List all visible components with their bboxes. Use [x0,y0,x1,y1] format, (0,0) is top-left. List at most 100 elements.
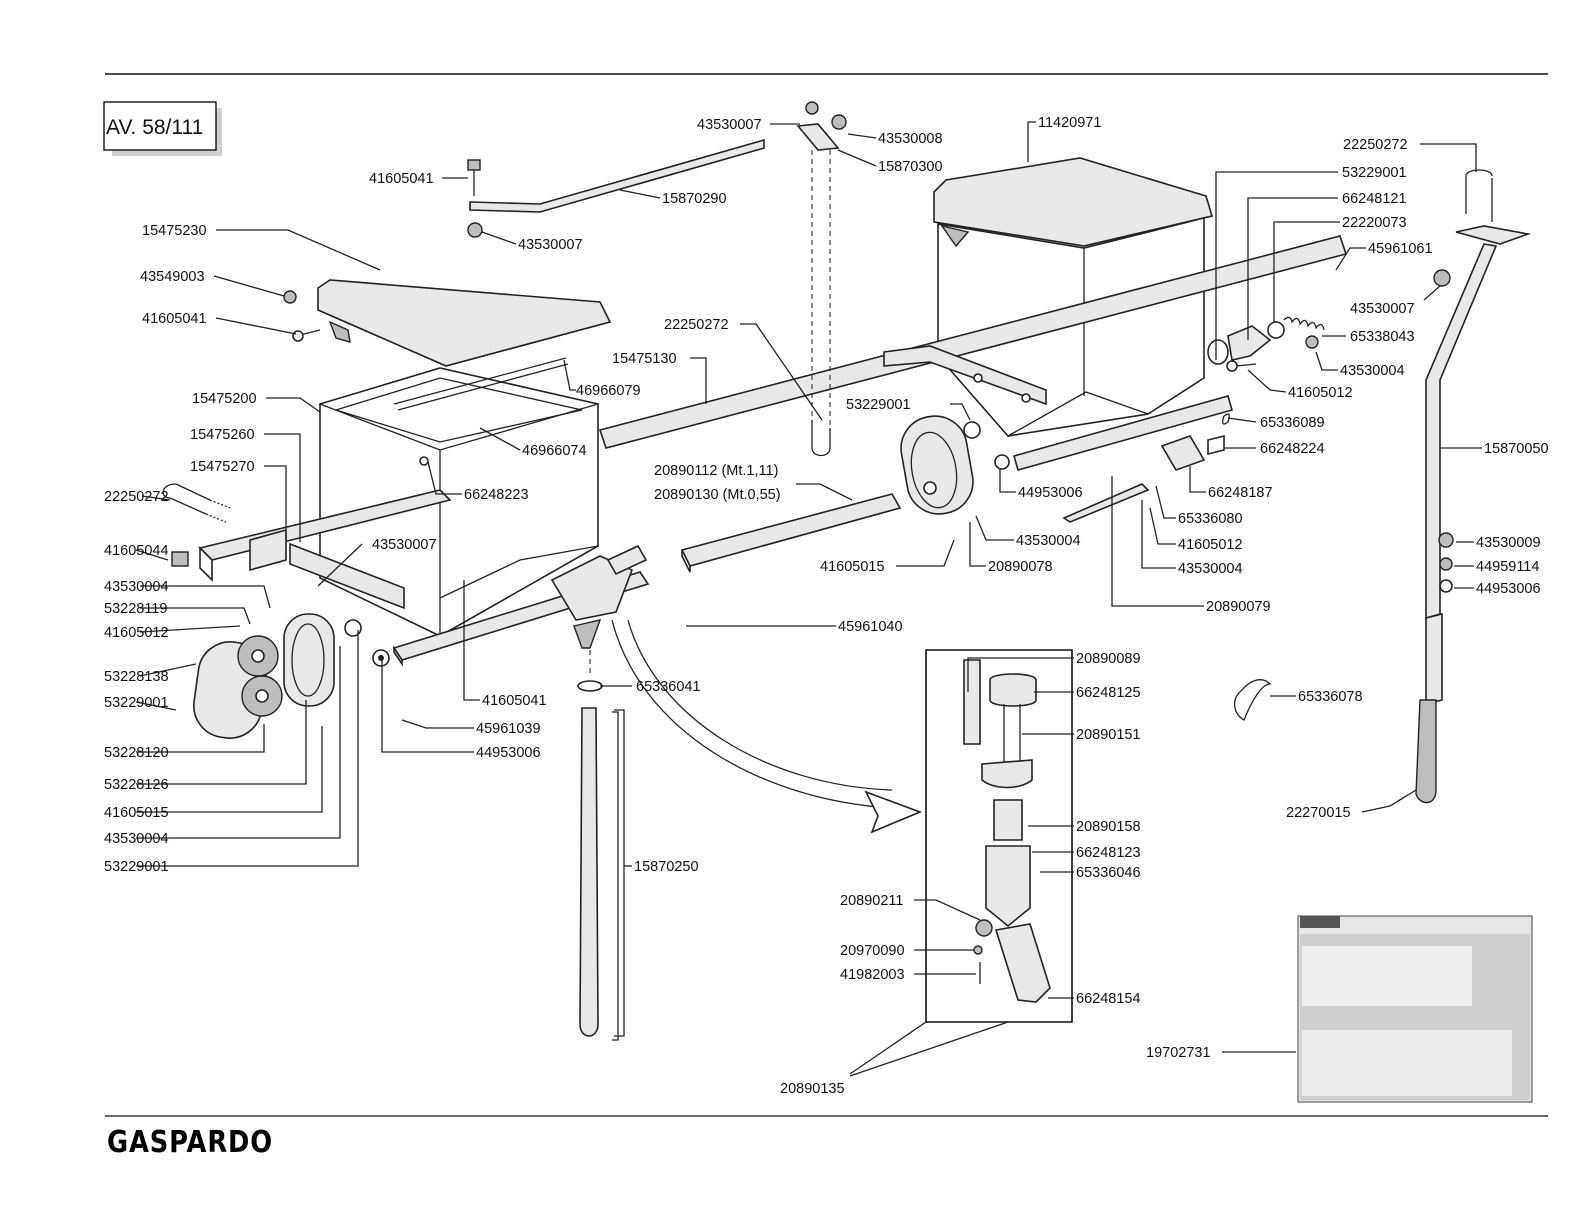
right-distributor [900,415,1010,515]
bracket-66248187 [1160,435,1206,471]
part-label: 15475270 [190,459,255,475]
part-label: 43530004 [104,579,169,595]
legend-sheet-thumbnail [1297,915,1533,1103]
part-label: 65336078 [1298,689,1363,705]
part-label: 41605044 [104,543,169,559]
part-label: 43530004 [1016,533,1081,549]
part-label: 66248121 [1342,191,1407,207]
part-label: 66248187 [1208,485,1273,501]
part-label: 15870250 [634,859,699,875]
part-label: 66248123 [1076,845,1141,861]
part-label: 20890211 [840,893,903,909]
part-label: 22250272 [664,317,729,333]
right-tow-arm [1234,169,1532,804]
part-label: 20890089 [1076,651,1141,667]
plate-20890079 [1062,483,1150,523]
rod-15870290 [469,138,765,213]
left-u-bolt [162,483,231,567]
part-label: 53229001 [846,397,911,413]
part-label: 53229001 [104,859,169,875]
part-label: 15475260 [190,427,255,443]
part-label: 65338043 [1350,329,1415,345]
part-label: 46966079 [576,383,641,399]
hex-shaft [680,493,902,567]
part-label: 53228120 [104,745,169,761]
upper-rods [283,101,847,457]
metering-sleeve [993,799,1023,841]
left-hopper-lid [317,279,612,367]
part-label: 19702731 [1146,1045,1211,1061]
part-label: 43530007 [518,237,583,253]
part-label: 22220073 [1342,215,1407,231]
part-label: 53229001 [104,695,169,711]
leader-lines [135,121,1482,1053]
part-label: 53228126 [104,777,169,793]
part-label: 45961039 [476,721,541,737]
part-label: 41605012 [104,625,169,641]
part-label: 44959114 [1476,559,1539,575]
part-label: 43530007 [697,117,762,133]
chain-housing [283,613,335,707]
part-label: 43530007 [372,537,437,553]
part-label: 66248125 [1076,685,1141,701]
part-label: 65336046 [1076,865,1141,881]
part-label: 43549003 [140,269,205,285]
right-small-parts [1062,316,1325,523]
part-label: 65336089 [1260,415,1325,431]
part-label: 20890078 [988,559,1053,575]
part-label: 20890112 (Mt.1,11) [654,463,778,479]
outlet-spout [994,923,1051,1003]
part-label: 20890079 [1206,599,1271,615]
part-label: 66248154 [1076,991,1141,1007]
part-label: 20890135 [780,1081,845,1097]
part-label: 43530008 [878,131,943,147]
part-label: 20890151 [1076,727,1141,743]
part-label: 53229001 [1342,165,1407,181]
left-gearbox [192,613,390,739]
part-label: 41605041 [142,311,207,327]
part-label: 66248223 [464,487,529,503]
detail-inset [849,649,1073,1077]
left-end-cap [171,551,189,567]
part-label: 41605015 [104,805,169,821]
part-label: 15870050 [1484,441,1549,457]
left-hopper [317,279,612,637]
part-label: 22250272 [1343,137,1408,153]
bracket-15870300 [796,123,840,151]
part-label: 22270015 [1286,805,1351,821]
left-hopper-box [319,367,599,637]
right-hopper-box [937,216,1205,437]
left-frame-bars [198,489,650,667]
part-label: 41605041 [482,693,547,709]
main-frame-beam [598,235,1348,573]
detail-arrow [611,619,893,809]
part-label: 45961040 [838,619,903,635]
part-label: 44953006 [476,745,541,761]
part-label: 41605041 [369,171,434,187]
seed-tube-15870250 [579,707,599,1037]
spring-clip-65336078 [1234,679,1272,721]
part-label: 15475230 [142,223,207,239]
metering-ring [989,673,1037,707]
center-funnel [550,544,648,1041]
part-label: 20970090 [840,943,905,959]
part-label: 15870300 [878,159,943,175]
part-label: 15475200 [192,391,257,407]
table-code: AV. 58/111 [106,116,203,139]
part-label: 44953006 [1476,581,1541,597]
part-label: 65336080 [1178,511,1243,527]
part-label: 65336041 [636,679,701,695]
gaspardo-logo: GASPARDO [107,1125,273,1160]
part-label: 41605012 [1178,537,1243,553]
part-label: 53228119 [104,601,167,617]
part-label: 43530009 [1476,535,1541,551]
part-label: 41605012 [1288,385,1353,401]
part-label: 53228138 [104,669,169,685]
part-label: 43530004 [104,831,169,847]
part-label: 43530004 [1178,561,1243,577]
table-code-box: AV. 58/111 [103,101,222,156]
part-label: 11420971 [1038,115,1101,131]
tow-arm-hook [1415,699,1437,804]
tow-arm-top-plate [1455,225,1532,245]
